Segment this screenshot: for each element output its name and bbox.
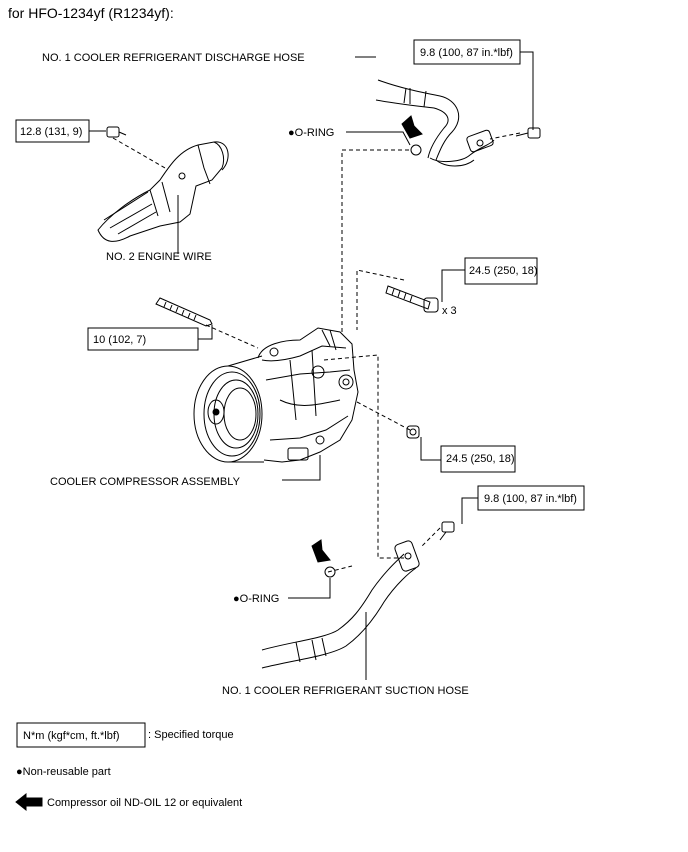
suction-hose xyxy=(261,540,420,669)
suction-hose-bolt xyxy=(439,521,455,541)
oil-arrow-top xyxy=(401,115,423,139)
torque-mount-nut: 24.5 (250, 18) xyxy=(446,453,515,465)
mount-nut xyxy=(406,425,420,439)
torque-box-mount-nut xyxy=(440,445,516,473)
wire-bracket-bolt xyxy=(106,126,127,138)
legend-nonreusable: ●Non-reusable part xyxy=(16,766,111,778)
legend-torque-text: : Specified torque xyxy=(148,729,234,741)
label-qty-bolts: x 3 xyxy=(442,305,457,317)
label-oring-top: ●O-RING xyxy=(288,127,334,139)
stud-bolt xyxy=(155,297,213,327)
label-engine-wire: NO. 2 ENGINE WIRE xyxy=(106,251,212,263)
legend-oil: Compressor oil ND-OIL 12 or equivalent xyxy=(47,797,242,809)
page-title: for HFO-1234yf (R1234yf): xyxy=(8,5,174,21)
mount-bolts xyxy=(385,285,439,313)
oil-legend-arrow-icon xyxy=(15,792,43,812)
engine-wire-bracket xyxy=(97,141,229,242)
discharge-hose xyxy=(375,79,495,167)
label-oring-bottom: ●O-RING xyxy=(233,593,279,605)
oil-arrow-bottom xyxy=(311,539,331,563)
torque-discharge-bolt: 9.8 (100, 87 in.*lbf) xyxy=(420,47,513,59)
legend-torque-unit: N*m (kgf*cm, ft.*lbf) xyxy=(23,730,120,742)
discharge-hose-bolt xyxy=(515,127,541,139)
torque-mount-bolts: 24.5 (250, 18) xyxy=(469,265,538,277)
label-discharge-hose: NO. 1 COOLER REFRIGERANT DISCHARGE HOSE xyxy=(42,52,305,64)
torque-box-mount-bolts xyxy=(464,257,538,285)
oring-bottom xyxy=(324,566,336,578)
torque-wire-bolt: 12.8 (131, 9) xyxy=(20,126,82,138)
torque-suction-bolt: 9.8 (100, 87 in.*lbf) xyxy=(484,493,577,505)
label-compressor: COOLER COMPRESSOR ASSEMBLY xyxy=(50,476,241,488)
torque-stud: 10 (102, 7) xyxy=(93,334,146,346)
oring-top xyxy=(410,144,422,156)
compressor-assembly xyxy=(193,327,359,463)
legend-torque-box xyxy=(16,722,146,748)
torque-box-suction-bolt xyxy=(477,485,585,511)
label-suction-hose: NO. 1 COOLER REFRIGERANT SUCTION HOSE xyxy=(222,685,469,697)
